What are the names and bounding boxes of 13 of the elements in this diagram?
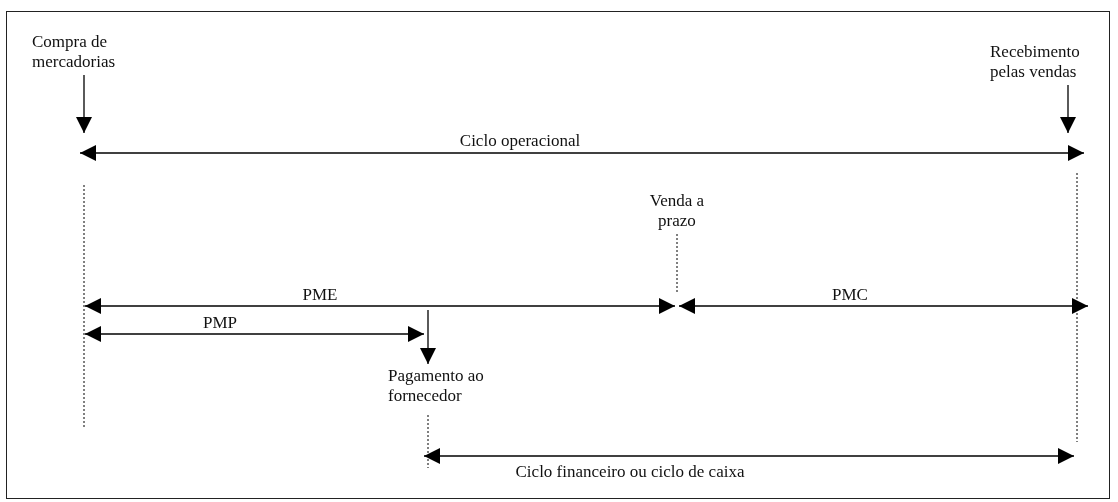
event-label: Pagamento ao fornecedor [388, 366, 508, 406]
dimension-label: Ciclo financeiro ou ciclo de caixa [514, 462, 746, 482]
dimension-label: Ciclo operacional [458, 131, 582, 151]
event-label: Recebimento pelas vendas [990, 42, 1100, 82]
arrow [1060, 84, 1076, 134]
event-label: Venda a prazo [637, 191, 717, 231]
dimension-label: PME [301, 285, 339, 305]
dimension-label: PMC [831, 285, 869, 305]
arrow [420, 309, 436, 365]
dimension-label: PMP [202, 313, 238, 333]
arrow [76, 74, 92, 134]
event-label: Compra de mercadorias [32, 32, 152, 72]
leader-line [676, 233, 678, 293]
